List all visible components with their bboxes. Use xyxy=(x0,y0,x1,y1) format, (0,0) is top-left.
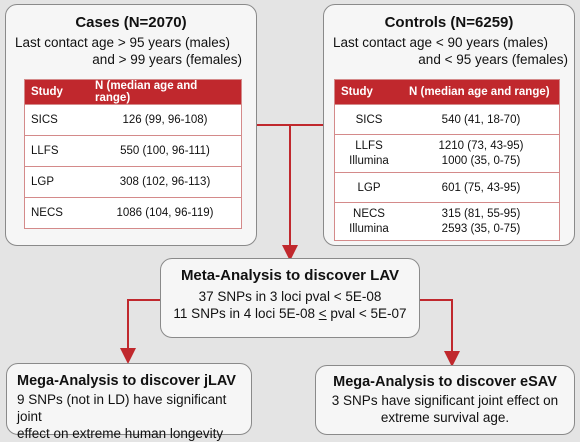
meta-line2-post: pval < 5E-07 xyxy=(326,306,407,321)
controls-table: Study N (median age and range) SICS 540 … xyxy=(334,79,560,241)
controls-table-header: Study N (median age and range) xyxy=(334,79,560,105)
study-cell: NECS xyxy=(24,197,89,229)
table-row: NECS 1086 (104, 96-119) xyxy=(24,197,242,229)
study-cell: LLFS Illumina xyxy=(334,134,403,173)
study-cell: LGP xyxy=(24,166,89,198)
n-cell: 540 (41, 18-70) xyxy=(403,104,560,135)
controls-criteria-line1: Last contact age < 90 years (males) xyxy=(333,35,548,50)
arrow-meta-to-jlav xyxy=(120,299,160,364)
jlav-line1: 9 SNPs (not in LD) have significant join… xyxy=(17,392,227,424)
esav-box: Mega-Analysis to discover eSAV 3 SNPs ha… xyxy=(315,365,575,435)
jlav-line2: effect on extreme human longevity xyxy=(17,426,224,441)
header-study: Study xyxy=(24,79,89,105)
n-value: 1210 (73, 43-95) xyxy=(438,139,524,152)
n-cell: 308 (102, 96-113) xyxy=(89,166,242,198)
controls-criteria-line2: and < 95 years (females) xyxy=(418,52,568,67)
meta-line2: 11 SNPs in 4 loci 5E-08 < pval < 5E-07 xyxy=(161,305,419,322)
meta-line2-pre: 11 SNPs in 4 loci 5E-08 xyxy=(173,306,319,321)
table-row: LLFS Illumina 1210 (73, 43-95) 1000 (35,… xyxy=(334,134,560,173)
cases-table: Study N (median age and range) SICS 126 … xyxy=(24,79,242,229)
cases-criteria-line2: and > 99 years (females) xyxy=(92,52,242,67)
header-n: N (median age and range) xyxy=(89,79,242,105)
table-row: LGP 601 (75, 43-95) xyxy=(334,172,560,203)
jlav-box: Mega-Analysis to discover jLAV 9 SNPs (n… xyxy=(6,363,252,441)
table-row: SICS 126 (99, 96-108) xyxy=(24,104,242,136)
esav-title: Mega-Analysis to discover eSAV xyxy=(333,374,557,390)
meta-analysis-box: Meta-Analysis to discover LAV 37 SNPs in… xyxy=(160,258,420,338)
n-value-secondary: 2593 (35, 0-75) xyxy=(441,222,521,235)
n-cell: 315 (81, 55-95) 2593 (35, 0-75) xyxy=(403,202,560,241)
n-cell: 126 (99, 96-108) xyxy=(89,104,242,136)
study-cell: SICS xyxy=(24,104,89,136)
study-name: LLFS xyxy=(355,139,383,152)
cases-table-header: Study N (median age and range) xyxy=(24,79,242,105)
meta-line2-le: < xyxy=(318,306,327,321)
arrow-meta-to-esav xyxy=(420,299,460,367)
meta-title: Meta-Analysis to discover LAV xyxy=(180,267,400,284)
esav-line2: extreme survival age. xyxy=(380,410,510,425)
study-cell: NECS Illumina xyxy=(334,202,403,241)
study-cell: LLFS xyxy=(24,135,89,167)
header-n: N (median age and range) xyxy=(403,79,560,105)
table-row: LGP 308 (102, 96-113) xyxy=(24,166,242,198)
cases-box: Cases (N=2070) Last contact age > 95 yea… xyxy=(5,4,257,246)
study-name: NECS xyxy=(353,207,385,220)
controls-title: Controls (N=6259) xyxy=(384,14,514,31)
header-study: Study xyxy=(334,79,403,105)
cases-title: Cases (N=2070) xyxy=(75,14,187,31)
table-row: NECS Illumina 315 (81, 55-95) 2593 (35, … xyxy=(334,202,560,241)
n-value-secondary: 1000 (35, 0-75) xyxy=(441,154,521,167)
n-cell: 1210 (73, 43-95) 1000 (35, 0-75) xyxy=(403,134,560,173)
n-value: 315 (81, 55-95) xyxy=(441,207,521,220)
cases-criteria-line1: Last contact age > 95 years (males) xyxy=(15,35,230,50)
study-cell: SICS xyxy=(334,104,403,135)
n-cell: 601 (75, 43-95) xyxy=(403,172,560,203)
study-cell: LGP xyxy=(334,172,403,203)
meta-line1: 37 SNPs in 3 loci pval < 5E-08 xyxy=(198,289,382,304)
table-row: LLFS 550 (100, 96-111) xyxy=(24,135,242,167)
jlav-title: Mega-Analysis to discover jLAV xyxy=(17,373,236,389)
table-row: SICS 540 (41, 18-70) xyxy=(334,104,560,135)
study-name-secondary: Illumina xyxy=(349,154,389,167)
esav-line1: 3 SNPs have significant joint effect on xyxy=(331,393,559,408)
n-cell: 550 (100, 96-111) xyxy=(89,135,242,167)
controls-box: Controls (N=6259) Last contact age < 90 … xyxy=(323,4,575,246)
n-cell: 1086 (104, 96-119) xyxy=(89,197,242,229)
study-name-secondary: Illumina xyxy=(349,222,389,235)
